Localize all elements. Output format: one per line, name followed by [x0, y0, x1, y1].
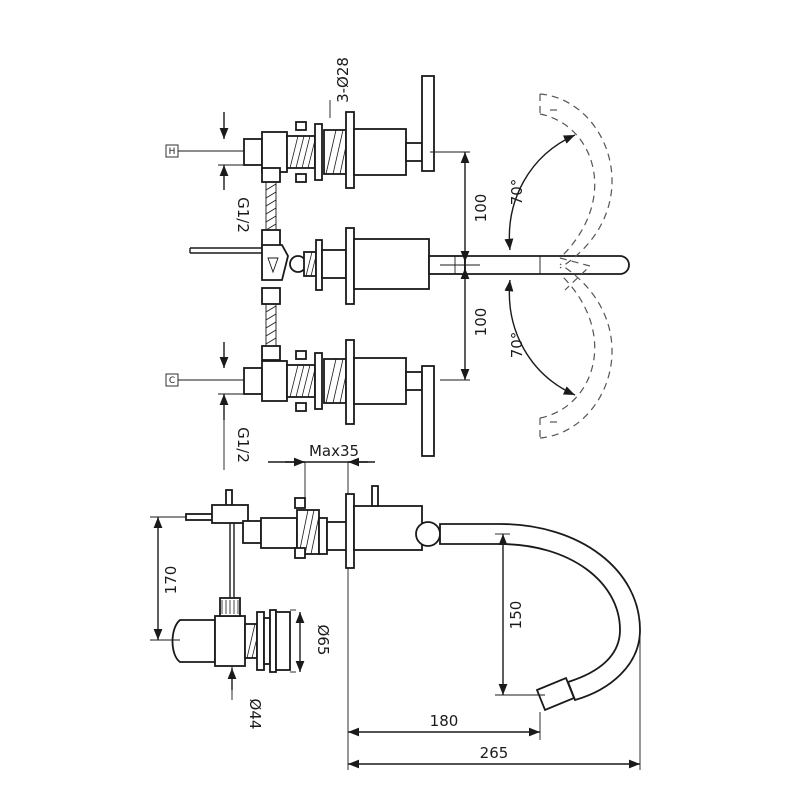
top-view: 70° 70° 100 100 3-Ø28 H G1/2 C G1/2 [165, 57, 630, 470]
hot-valve-assembly [243, 75, 435, 189]
holes-label: 3-Ø28 [334, 57, 352, 103]
angle-bottom-label: 70° [508, 332, 526, 359]
popup-lever [185, 489, 262, 600]
pitch-dimension [430, 151, 470, 381]
thread-top-label: G1/2 [234, 197, 252, 233]
pitch-bottom-label: 100 [472, 308, 490, 337]
cold-valve-assembly [243, 339, 435, 457]
waste-dia-label: Ø65 [314, 625, 332, 656]
reach-180-label: 180 [430, 712, 459, 730]
spout-150-label: 150 [507, 601, 525, 630]
spout-body-top [189, 227, 630, 305]
side-view: Max35 [150, 442, 641, 770]
height-170-label: 170 [162, 566, 180, 595]
thread-bottom-label: G1/2 [234, 427, 252, 463]
hot-marker-label: H [169, 147, 176, 157]
waste-drain [171, 597, 296, 673]
angle-arrows [504, 134, 576, 396]
spout-tip [535, 676, 576, 712]
angle-top-label: 70° [508, 179, 526, 206]
flex-hoses [261, 167, 281, 361]
total-265-label: 265 [480, 744, 509, 762]
pitch-top-label: 100 [472, 194, 490, 223]
cold-marker-label: C [169, 376, 175, 386]
valve-body-side [260, 485, 441, 569]
waste-body-label: Ø44 [246, 699, 264, 730]
max-deck-label: Max35 [309, 442, 359, 460]
gooseneck-spout [439, 523, 641, 702]
